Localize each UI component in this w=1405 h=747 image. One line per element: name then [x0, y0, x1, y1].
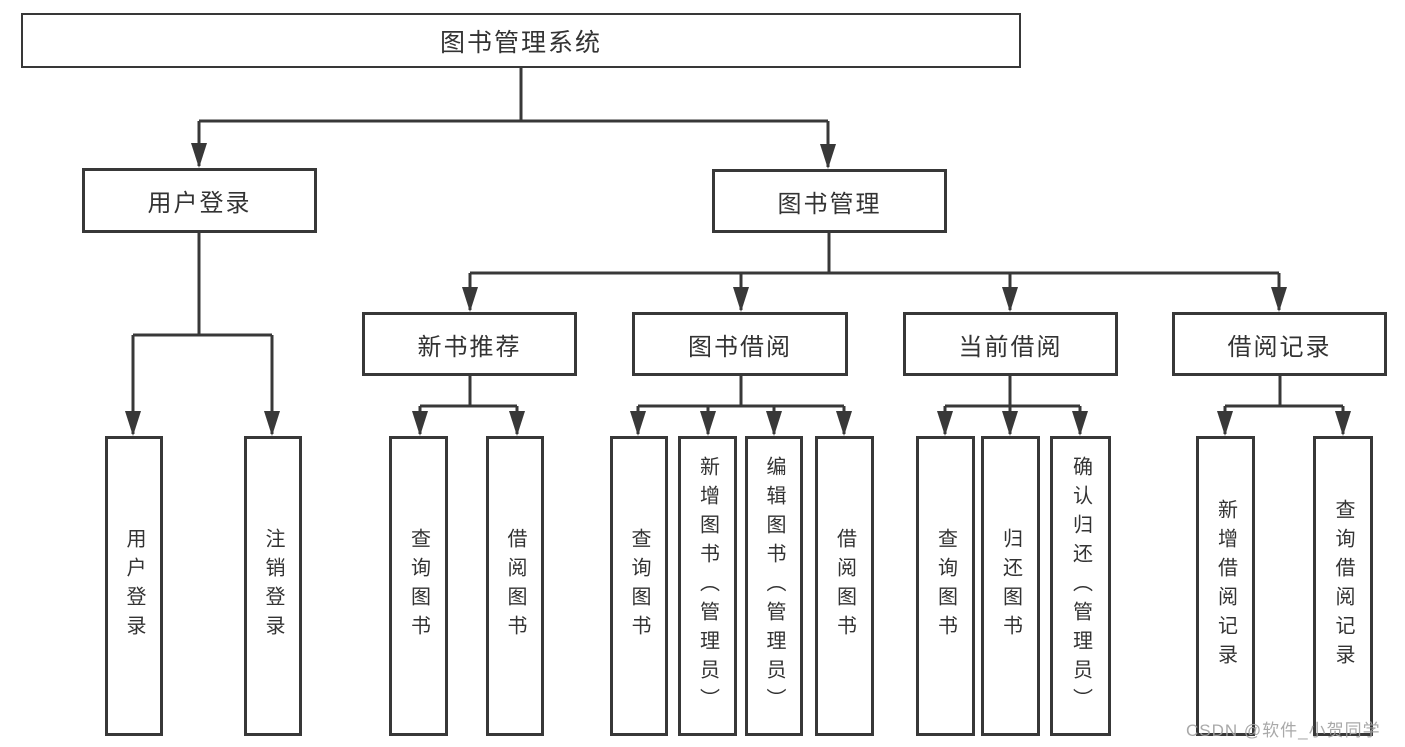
node-current-borrow-label: 当前借阅 — [958, 333, 1063, 361]
arrowhead — [630, 411, 646, 436]
leaf-add-borrow-record: 新增借阅记录 — [1196, 436, 1255, 736]
watermark: CSDN @软件_小贺同学 — [1186, 721, 1381, 740]
arrowhead — [836, 411, 852, 436]
leaf-query-borrow-record-label: 查询借阅记录 — [1332, 499, 1354, 673]
leaf-add-borrow-record-label: 新增借阅记录 — [1214, 499, 1237, 673]
arrowhead — [191, 143, 207, 168]
node-book-management: 图书管理 — [712, 169, 947, 233]
arrowhead — [820, 144, 836, 169]
leaf-borrow-books: 借阅图书 — [815, 436, 874, 736]
leaf-query-borrow-record: 查询借阅记录 — [1313, 436, 1373, 736]
leaf-user-login: 用户登录 — [105, 436, 163, 736]
connector-book-mgmt-to-level3 — [468, 233, 1281, 310]
arrowhead — [733, 287, 749, 312]
arrowhead — [1002, 411, 1018, 436]
node-user-login-label: 用户登录 — [147, 190, 252, 217]
leaf-add-books-admin: 新增图书（管理员） — [678, 436, 737, 736]
leaf-borrow-books-recommend-label: 借阅图书 — [504, 528, 526, 644]
node-book-borrow-label: 图书借阅 — [688, 333, 792, 361]
leaf-add-books-admin-label: 新增图书（管理员） — [696, 455, 719, 717]
leaf-query-books-borrow-label: 查询图书 — [628, 528, 650, 644]
leaf-confirm-return-admin: 确认归还（管理员） — [1050, 436, 1111, 736]
leaf-query-books-recommend-label: 查询图书 — [407, 528, 430, 644]
arrowhead — [700, 411, 716, 436]
node-current-borrow: 当前借阅 — [903, 312, 1118, 376]
node-book-borrow: 图书借阅 — [632, 312, 848, 376]
arrowhead — [509, 411, 525, 436]
leaf-return-books: 归还图书 — [981, 436, 1040, 736]
node-book-management-label: 图书管理 — [777, 190, 882, 218]
node-new-book-recommend: 新书推荐 — [362, 312, 577, 376]
leaf-borrow-books-recommend: 借阅图书 — [486, 436, 544, 736]
leaf-borrow-books-label: 借阅图书 — [833, 528, 856, 644]
node-borrow-records: 借阅记录 — [1172, 312, 1387, 376]
leaf-query-books-recommend: 查询图书 — [389, 436, 448, 736]
leaf-query-books-current: 查询图书 — [916, 436, 975, 736]
leaf-confirm-return-admin-label: 确认归还（管理员） — [1069, 455, 1092, 717]
arrowhead — [412, 411, 428, 436]
node-borrow-records-label: 借阅记录 — [1227, 333, 1332, 361]
leaf-edit-books-admin: 编辑图书（管理员） — [745, 436, 803, 736]
leaf-query-books-borrow: 查询图书 — [610, 436, 668, 736]
node-root: 图书管理系统 — [21, 13, 1021, 68]
arrowhead — [462, 287, 478, 312]
connector-root-to-level2 — [197, 68, 830, 167]
node-user-login: 用户登录 — [82, 168, 317, 233]
arrowhead — [1217, 411, 1233, 436]
node-root-label: 图书管理系统 — [439, 28, 602, 57]
arrowhead — [1335, 411, 1351, 436]
arrowhead — [1002, 287, 1018, 312]
arrowhead — [937, 411, 953, 436]
leaf-user-login-label: 用户登录 — [123, 528, 145, 644]
node-new-book-recommend-label: 新书推荐 — [417, 333, 522, 361]
leaf-edit-books-admin-label: 编辑图书（管理员） — [763, 455, 785, 717]
connector-new-books-subtree — [418, 376, 519, 434]
connector-user-login-subtree — [131, 233, 274, 434]
leaf-logout: 注销登录 — [244, 436, 302, 736]
connector-records-subtree — [1223, 376, 1345, 434]
arrowhead — [1271, 287, 1287, 312]
leaf-query-books-current-label: 查询图书 — [934, 528, 957, 644]
connector-borrow-subtree — [636, 376, 846, 434]
arrowhead — [1072, 411, 1088, 436]
arrowhead — [264, 411, 280, 436]
leaf-return-books-label: 归还图书 — [999, 528, 1022, 644]
arrowhead — [766, 411, 782, 436]
leaf-logout-label: 注销登录 — [262, 528, 284, 644]
arrowhead — [125, 411, 141, 436]
arrowheads — [125, 143, 1351, 436]
